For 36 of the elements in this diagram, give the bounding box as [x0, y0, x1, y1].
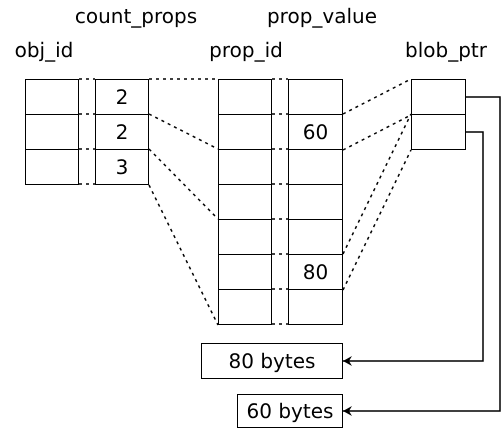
- column-header: count_props: [74, 4, 198, 28]
- table-cell: [218, 79, 272, 115]
- column-header: prop_value: [266, 4, 378, 28]
- size-box: 60 bytes: [237, 394, 343, 428]
- table-cell: [25, 114, 79, 150]
- column-header: obj_id: [14, 38, 74, 62]
- table-cell: [288, 184, 343, 220]
- dotted-line: [342, 114, 412, 254]
- table-cell: [411, 114, 466, 150]
- table-cell: [25, 79, 79, 115]
- arrow: [343, 131, 484, 366]
- table-cell: [218, 254, 272, 290]
- table-cell: [218, 184, 272, 220]
- column-header: prop_id: [209, 38, 283, 62]
- value-cell: 80: [288, 254, 343, 290]
- table-cell: [288, 219, 343, 255]
- column-header: blob_ptr: [405, 38, 487, 62]
- table-cell: [218, 289, 272, 325]
- table-cell: [218, 149, 272, 185]
- table-cell: [218, 114, 272, 150]
- dotted-line: [148, 113, 218, 150]
- table-cell: [288, 79, 343, 115]
- arrow: [343, 96, 501, 416]
- dotted-line: [149, 78, 218, 80]
- value-cell: 3: [95, 149, 149, 185]
- dotted-line: [342, 150, 412, 290]
- value-cell: 2: [95, 79, 149, 115]
- table-cell: [25, 149, 79, 185]
- table-cell: [411, 79, 466, 115]
- table-cell: [288, 289, 343, 325]
- value-cell: 2: [95, 114, 149, 150]
- table-cell: [218, 219, 272, 255]
- size-box: 80 bytes: [201, 343, 343, 379]
- dotted-line: [148, 184, 219, 326]
- value-cell: 60: [288, 114, 343, 150]
- table-cell: [288, 149, 343, 185]
